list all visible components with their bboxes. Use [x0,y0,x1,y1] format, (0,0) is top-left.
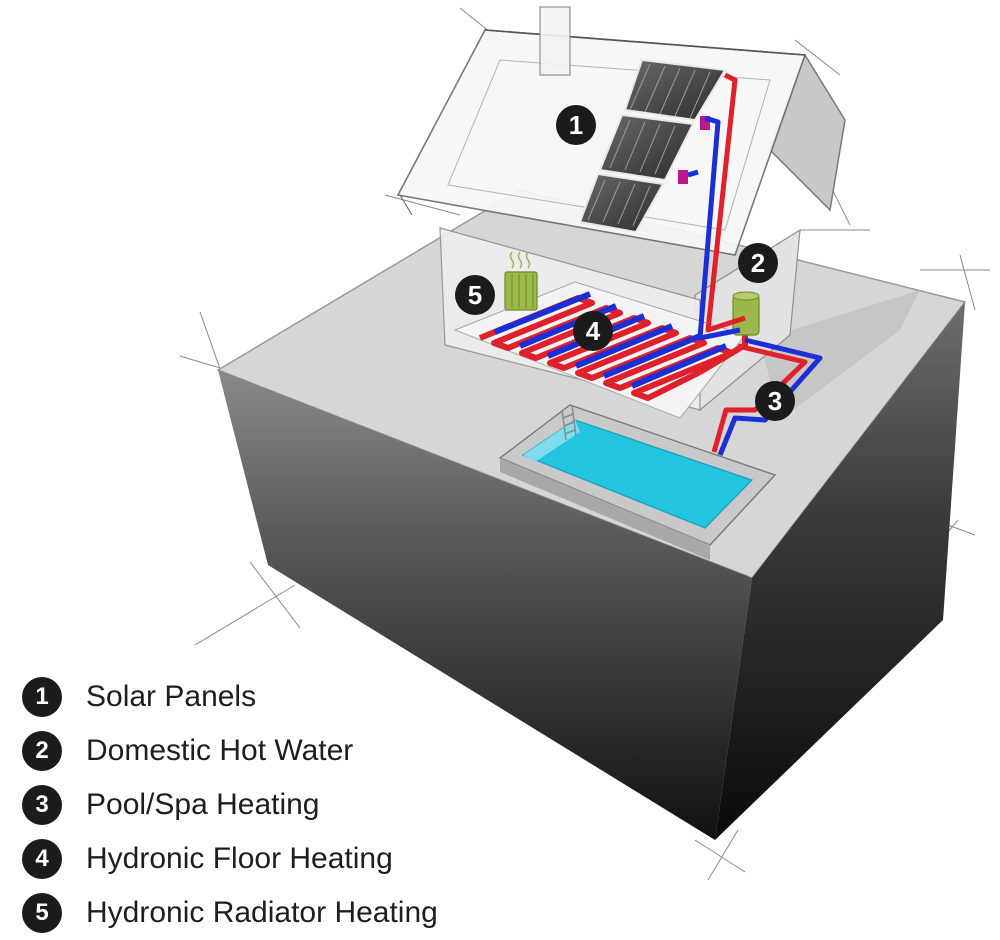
legend-item-hydronic-radiator-heating: 5 Hydronic Radiator Heating [22,886,622,940]
legend-item-domestic-hot-water: 2 Domestic Hot Water [22,724,622,778]
legend-label: Hydronic Floor Heating [86,842,393,875]
legend: 1 Solar Panels 2 Domestic Hot Water 3 Po… [22,670,622,940]
ground-left-face [218,370,752,840]
pool-pipes [711,337,823,456]
legend-label: Pool/Spa Heating [86,788,320,821]
legend-number: 4 [22,839,62,879]
legend-number: 2 [22,731,62,771]
callout-1: 1 [556,105,596,145]
ground-right-face [715,302,965,840]
legend-number: 1 [22,677,62,717]
legend-item-solar-panels: 1 Solar Panels [22,670,622,724]
radiator [504,251,538,311]
callout-2: 2 [738,243,778,283]
legend-label: Hydronic Radiator Heating [86,896,438,929]
house-shadow [760,290,920,420]
solar-panel-bottom [578,172,665,234]
solar-panels [578,58,727,234]
callout-4: 4 [573,311,613,351]
svg-text:1: 1 [569,110,583,140]
svg-text:5: 5 [468,280,482,310]
solar-loop-pipes [687,72,746,341]
callout-5: 5 [455,275,495,315]
pool-ladder [561,404,577,441]
solar-panel-top [623,58,727,122]
solar-panel-middle [598,113,695,182]
svg-text:2: 2 [751,248,765,278]
hot-water-tank [732,291,760,336]
legend-label: Domestic Hot Water [86,734,354,767]
svg-text:3: 3 [768,386,782,416]
legend-number: 3 [22,785,62,825]
pool-inner-wall [523,420,580,462]
pool [498,404,777,560]
callout-3: 3 [755,381,795,421]
chimney [539,6,571,76]
legend-item-pool-spa-heating: 3 Pool/Spa Heating [22,778,622,832]
svg-text:4: 4 [586,316,601,346]
legend-item-hydronic-floor-heating: 4 Hydronic Floor Heating [22,832,622,886]
legend-number: 5 [22,893,62,933]
legend-label: Solar Panels [86,680,257,713]
pool-wall [500,458,710,560]
